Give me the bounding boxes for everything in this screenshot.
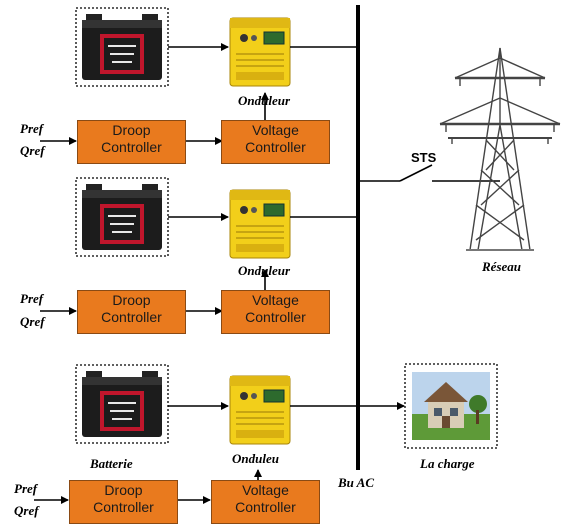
voltage-label: Voltage	[252, 292, 299, 308]
transmission-tower-icon	[439, 47, 561, 251]
sts-label: STS	[411, 150, 437, 165]
inverter-icon-1	[229, 17, 291, 87]
bus-label: Bu AC	[338, 475, 375, 490]
qref-label-1: Qref	[20, 143, 45, 158]
inverter-icon-2	[229, 189, 291, 259]
sts-switch-blade	[399, 164, 433, 182]
battery-icon-3	[75, 364, 169, 444]
battery-label: Batterie	[90, 456, 133, 471]
battery-icon-2	[75, 177, 169, 257]
load-label: La charge	[420, 456, 475, 471]
droop-label: Droop	[112, 122, 151, 138]
pref-label-2: Pref	[20, 291, 44, 306]
qref-label-3: Qref	[14, 503, 39, 518]
voltage-controller-label: Controller	[245, 309, 306, 325]
voltage-controller-label: Controller	[235, 499, 296, 515]
voltage-label: Voltage	[252, 122, 299, 138]
inverter-label-1: Onduleur	[238, 93, 291, 108]
pref-label-3: Pref	[14, 481, 38, 496]
inverter-label-3: Onduleu	[232, 451, 279, 466]
droop-label: Droop	[104, 482, 143, 498]
pref-label-1: Pref	[20, 121, 44, 136]
battery-icon-1	[75, 7, 169, 87]
droop-label: Droop	[112, 292, 151, 308]
house-icon	[404, 363, 498, 449]
qref-label-2: Qref	[20, 314, 45, 329]
droop-controller-label: Controller	[101, 309, 162, 325]
droop-controller-label: Controller	[93, 499, 154, 515]
inverter-label-2: Onduleur	[238, 263, 291, 278]
droop-controller-label: Controller	[101, 139, 162, 155]
grid-label: Réseau	[482, 259, 521, 274]
inverter-icon-3	[229, 375, 291, 445]
voltage-label: Voltage	[242, 482, 289, 498]
voltage-controller-label: Controller	[245, 139, 306, 155]
